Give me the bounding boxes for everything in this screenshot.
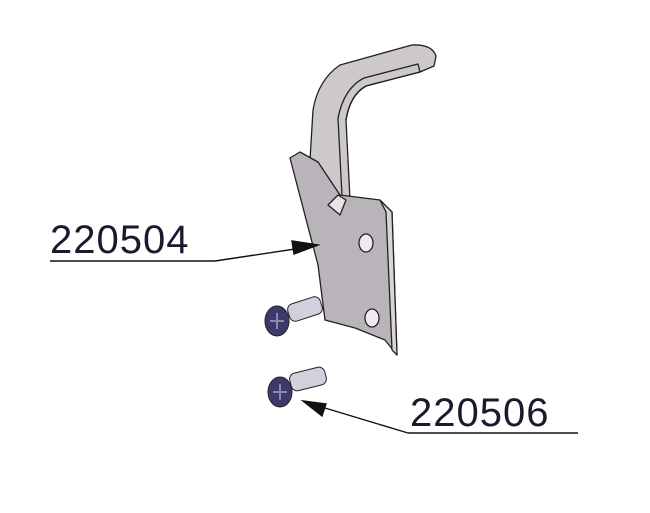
part-label-220506: 220506 <box>410 391 550 435</box>
bracket-slot <box>327 194 347 216</box>
bracket-hole-bottom <box>364 308 380 328</box>
screw-drive-icon <box>273 384 287 400</box>
bracket-220504 <box>289 44 437 356</box>
part-label-220504: 220504 <box>50 218 190 262</box>
bracket-plate-side <box>379 199 398 356</box>
bracket-strap-edge <box>337 63 421 197</box>
arrow-icon <box>291 240 321 255</box>
screw-220506 <box>267 366 327 408</box>
screw-shank <box>289 366 327 392</box>
screw-drive-icon <box>270 313 284 329</box>
bracket-strap <box>309 44 437 201</box>
screw-shank <box>287 296 323 322</box>
bracket-hole-top <box>358 233 374 253</box>
leader-220504 <box>50 240 321 262</box>
screw-mounted <box>264 296 323 337</box>
leader-220506 <box>300 399 578 434</box>
arrow-icon <box>300 399 327 418</box>
